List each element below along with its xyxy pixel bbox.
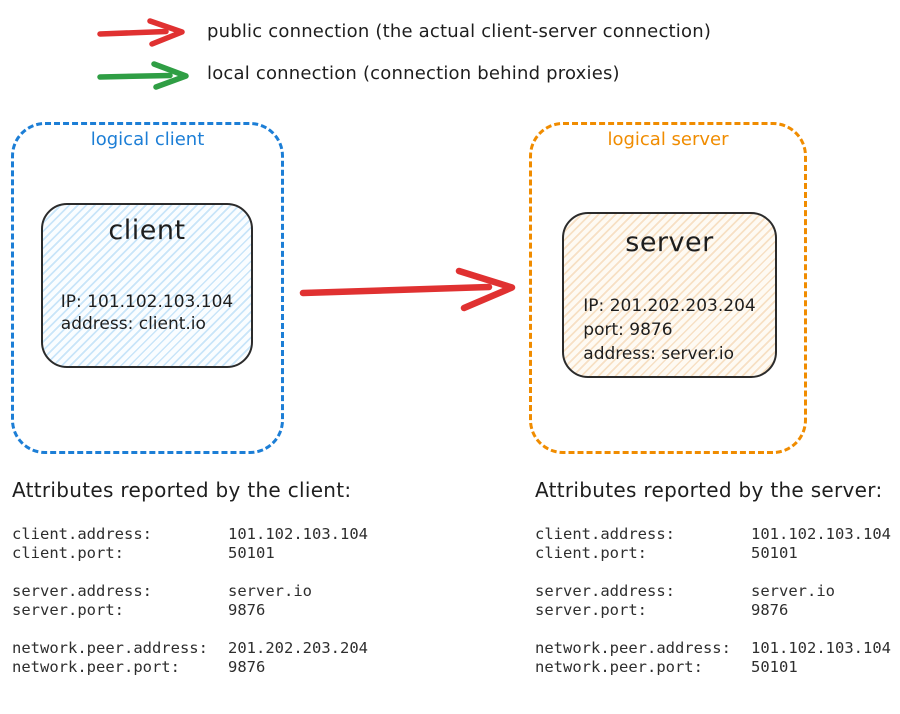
client-to-server-arrow-icon — [296, 266, 522, 314]
server-node-title: server — [625, 227, 714, 258]
logical-client-box: logical client — [11, 122, 284, 454]
client-ip-line: IP: 101.102.103.104 — [60, 292, 234, 312]
attribute-row: server.port: 9876 — [535, 601, 900, 620]
attribute-key: client.port: — [535, 544, 647, 562]
attribute-key: network.peer.address: — [535, 639, 731, 657]
attribute-row: client.address: 101.102.103.104 — [535, 525, 900, 544]
attribute-key: server.address: — [535, 582, 675, 600]
attribute-row: client.port: 50101 — [12, 544, 442, 563]
attribute-row: network.peer.address: 101.102.103.104 — [535, 639, 900, 658]
attribute-key: client.address: — [535, 525, 675, 543]
attribute-group-client: client.address: 101.102.103.104 client.p… — [12, 525, 442, 563]
attribute-row: network.peer.address: 201.202.203.204 — [12, 639, 442, 658]
server-attributes-heading: Attributes reported by the server: — [535, 478, 883, 502]
attribute-key: client.address: — [12, 525, 152, 543]
attribute-row: client.port: 50101 — [535, 544, 900, 563]
client-node-title: client — [108, 215, 186, 246]
client-address-line: address: client.io — [60, 314, 206, 334]
attribute-value: 101.102.103.104 — [228, 525, 368, 543]
logical-server-box: logical server — [529, 122, 807, 454]
local-connection-label: local connection (connection behind prox… — [207, 63, 620, 84]
attribute-key: network.peer.address: — [12, 639, 208, 657]
attribute-group-network-peer: network.peer.address: 101.102.103.104 ne… — [535, 639, 900, 677]
attribute-value: 50101 — [751, 658, 798, 676]
attribute-row: server.address: server.io — [12, 582, 442, 601]
attribute-value: 50101 — [751, 544, 798, 562]
attribute-key: network.peer.port: — [12, 658, 180, 676]
client-attributes-section: Attributes reported by the client: clien… — [12, 478, 442, 677]
attribute-key: server.port: — [535, 601, 647, 619]
server-address-line: address: server.io — [583, 344, 734, 364]
attribute-key: client.port: — [12, 544, 124, 562]
attribute-row: network.peer.port: 9876 — [12, 658, 442, 677]
attribute-row: client.address: 101.102.103.104 — [12, 525, 442, 544]
attribute-row: network.peer.port: 50101 — [535, 658, 900, 677]
attribute-value: 9876 — [751, 601, 789, 619]
public-connection-label: public connection (the actual client-ser… — [207, 21, 712, 42]
client-node-details: IP: 101.102.103.104 address: client.io — [61, 291, 233, 335]
attribute-group-client: client.address: 101.102.103.104 client.p… — [535, 525, 900, 563]
attribute-row: server.port: 9876 — [12, 601, 442, 620]
attribute-key: server.port: — [12, 601, 124, 619]
server-ip-line: IP: 201.202.203.204 — [583, 296, 756, 316]
client-attributes-list: client.address: 101.102.103.104 client.p… — [12, 525, 442, 677]
attribute-value: 201.202.203.204 — [228, 639, 368, 657]
client-attributes-heading: Attributes reported by the client: — [12, 478, 352, 502]
client-node: client IP: 101.102.103.104 address: clie… — [41, 203, 253, 368]
public-connection-arrow-icon — [95, 17, 191, 47]
local-connection-arrow-icon — [95, 60, 195, 90]
attribute-group-server: server.address: server.io server.port: 9… — [12, 582, 442, 620]
attribute-value: 9876 — [228, 601, 266, 619]
attribute-value: server.io — [751, 582, 835, 600]
server-attributes-section: Attributes reported by the server: clien… — [535, 478, 900, 677]
server-node: server IP: 201.202.203.204 port: 9876 ad… — [562, 212, 777, 378]
attribute-value: server.io — [228, 582, 312, 600]
attribute-value: 101.102.103.104 — [751, 639, 891, 657]
attribute-value: 9876 — [228, 658, 266, 676]
attribute-key: server.address: — [12, 582, 152, 600]
logical-client-label: logical client — [90, 129, 205, 150]
server-attributes-list: client.address: 101.102.103.104 client.p… — [535, 525, 900, 677]
attribute-key: network.peer.port: — [535, 658, 703, 676]
attribute-row: server.address: server.io — [535, 582, 900, 601]
attribute-value: 101.102.103.104 — [751, 525, 891, 543]
server-node-details: IP: 201.202.203.204 port: 9876 address: … — [583, 294, 755, 366]
attribute-group-network-peer: network.peer.address: 201.202.203.204 ne… — [12, 639, 442, 677]
attribute-value: 50101 — [228, 544, 275, 562]
attribute-group-server: server.address: server.io server.port: 9… — [535, 582, 900, 620]
server-port-line: port: 9876 — [583, 320, 673, 340]
logical-server-label: logical server — [607, 129, 729, 150]
